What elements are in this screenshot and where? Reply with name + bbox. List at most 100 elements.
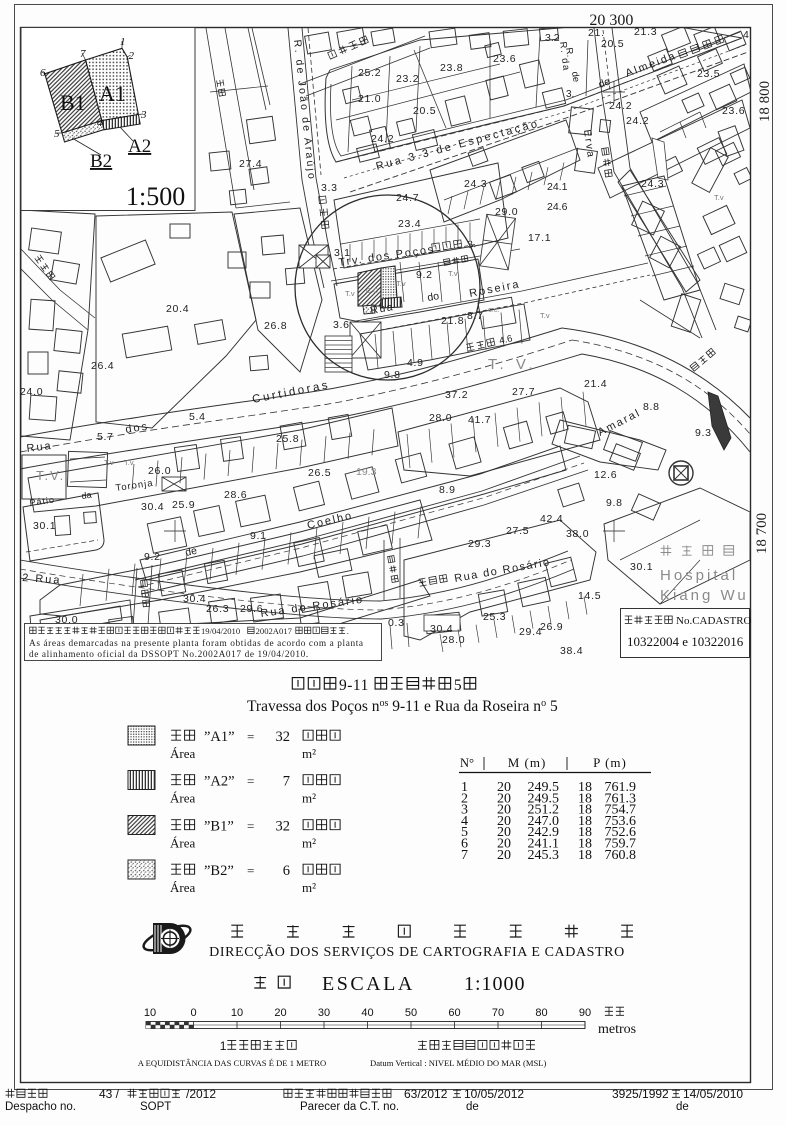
svg-text:5.7: 5.7 xyxy=(97,431,114,443)
svg-text:19/04/2010: 19/04/2010 xyxy=(201,626,240,636)
svg-text:21.: 21. xyxy=(588,27,605,39)
svg-text:6: 6 xyxy=(283,863,290,879)
svg-text:241.1: 241.1 xyxy=(528,837,560,852)
svg-text:As áreas demarcadas na present: As áreas demarcadas na presente planta f… xyxy=(29,638,364,649)
svg-text:60: 60 xyxy=(448,1007,460,1019)
svg-text:9.3: 9.3 xyxy=(695,427,712,439)
svg-text:R.: R. xyxy=(563,47,575,58)
svg-text:21.8: 21.8 xyxy=(441,315,464,327)
svg-text:10/05/2012: 10/05/2012 xyxy=(464,1087,524,1101)
svg-text:A EQUIDISTÂNCIA DAS CURVAS É D: A EQUIDISTÂNCIA DAS CURVAS É DE 1 METRO xyxy=(138,1058,326,1068)
svg-text:7: 7 xyxy=(461,848,468,863)
svg-text:T.v: T.v xyxy=(124,458,134,467)
svg-text:”B2”: ”B2” xyxy=(204,863,234,879)
svg-text:4: 4 xyxy=(97,117,103,129)
svg-text:Área: Área xyxy=(170,746,195,761)
svg-text:Pátio: Pátio xyxy=(29,495,56,508)
svg-text:m²: m² xyxy=(302,836,316,851)
svg-text:7: 7 xyxy=(80,48,86,60)
svg-text:3.3: 3.3 xyxy=(321,182,338,194)
svg-text:25.2: 25.2 xyxy=(358,67,381,79)
svg-text:29.0: 29.0 xyxy=(495,206,518,218)
svg-text:2: 2 xyxy=(461,791,468,806)
svg-text:20: 20 xyxy=(497,791,511,806)
svg-text:=: = xyxy=(247,863,254,878)
svg-text:249.5: 249.5 xyxy=(528,791,560,806)
svg-text:245.3: 245.3 xyxy=(528,848,560,863)
svg-text:10: 10 xyxy=(144,1007,156,1019)
svg-text:3.1: 3.1 xyxy=(334,247,351,259)
svg-text:9.8: 9.8 xyxy=(384,369,401,381)
svg-text:de: de xyxy=(184,545,198,559)
svg-text:Toronja: Toronja xyxy=(115,478,154,494)
svg-text:1: 1 xyxy=(120,36,126,48)
svg-text:Roseira: Roseira xyxy=(468,278,521,300)
svg-text:Travessa dos Poços nos 9-11 e: Travessa dos Poços nos 9-11 e Rua da Ros… xyxy=(247,698,558,715)
svg-text:Despacho no.: Despacho no. xyxy=(5,1101,76,1113)
svg-text:23.6: 23.6 xyxy=(493,53,516,65)
svg-text:ESCALA: ESCALA xyxy=(322,973,415,995)
svg-text:do: do xyxy=(426,290,440,304)
svg-text:9.2: 9.2 xyxy=(416,269,433,281)
svg-text:9.8: 9.8 xyxy=(606,497,623,509)
svg-text:de: de xyxy=(466,1101,479,1113)
svg-text:4: 4 xyxy=(461,814,468,829)
svg-text:18 700: 18 700 xyxy=(754,513,770,554)
svg-text:1:1000: 1:1000 xyxy=(464,973,526,995)
svg-text:20: 20 xyxy=(497,848,511,863)
svg-text:Trv. dos Poços: Trv. dos Poços xyxy=(338,244,436,269)
svg-text:2002A017: 2002A017 xyxy=(256,626,293,636)
svg-text:20.4: 20.4 xyxy=(166,303,189,315)
svg-text:24.2: 24.2 xyxy=(609,100,632,112)
svg-text:28.0: 28.0 xyxy=(442,634,465,646)
svg-text:20: 20 xyxy=(497,814,511,829)
svg-text:24.1: 24.1 xyxy=(547,181,568,193)
svg-text:de: de xyxy=(676,1101,689,1113)
svg-text:de alinhamento oficial da DSSO: de alinhamento oficial da DSSOPT No.2002… xyxy=(29,649,309,660)
svg-text:28.6: 28.6 xyxy=(224,489,247,501)
svg-text:N°: N° xyxy=(460,756,474,770)
svg-text:3.: 3. xyxy=(467,239,477,251)
svg-text:32: 32 xyxy=(276,819,291,835)
svg-text:Datum Vertical : NIVEL MÉDIO D: Datum Vertical : NIVEL MÉDIO DO MAR (MSL… xyxy=(370,1058,547,1068)
svg-text:6: 6 xyxy=(461,837,468,852)
svg-text:20.5: 20.5 xyxy=(601,38,624,50)
svg-text:3.6: 3.6 xyxy=(333,319,350,331)
svg-text:No.CADASTRO: No.CADASTRO xyxy=(676,615,752,627)
svg-text:17.1: 17.1 xyxy=(528,232,551,244)
svg-text:Rua: Rua xyxy=(26,440,53,455)
svg-text:6: 6 xyxy=(40,67,46,79)
svg-text:3: 3 xyxy=(461,803,468,818)
svg-text:38.4: 38.4 xyxy=(560,645,583,657)
svg-text:29.3: 29.3 xyxy=(468,538,491,550)
svg-text:5.4: 5.4 xyxy=(189,411,206,423)
svg-text:24.7: 24.7 xyxy=(396,192,419,204)
svg-text:242.9: 242.9 xyxy=(528,825,560,840)
svg-text:7: 7 xyxy=(283,774,290,790)
svg-text:0.3: 0.3 xyxy=(388,617,405,629)
svg-text:=: = xyxy=(247,819,254,834)
svg-text:70: 70 xyxy=(492,1007,504,1019)
svg-text:32: 32 xyxy=(276,729,291,745)
svg-text:10: 10 xyxy=(231,1007,243,1019)
svg-text:23.5: 23.5 xyxy=(697,68,720,80)
svg-text:9-11: 9-11 xyxy=(339,677,369,694)
svg-text:2: 2 xyxy=(129,50,135,62)
svg-text:m²: m² xyxy=(302,880,316,895)
svg-text:753.6: 753.6 xyxy=(605,814,637,829)
svg-text:18: 18 xyxy=(578,825,592,840)
svg-text:R. da: R. da xyxy=(557,41,572,72)
svg-text:26.3: 26.3 xyxy=(206,603,229,615)
svg-text:38.0: 38.0 xyxy=(566,528,589,540)
svg-text:25.3: 25.3 xyxy=(483,611,506,623)
svg-text:C.C.: C.C. xyxy=(366,288,380,295)
svg-text:30.4: 30.4 xyxy=(183,593,206,605)
svg-text:42.4: 42.4 xyxy=(540,513,563,525)
svg-text:41.7: 41.7 xyxy=(468,414,491,426)
svg-text:=: = xyxy=(247,774,254,789)
svg-text:761.3: 761.3 xyxy=(605,791,637,806)
svg-text:2 Rua: 2 Rua xyxy=(22,572,62,587)
svg-text:de: de xyxy=(597,75,612,90)
svg-text:0: 0 xyxy=(190,1007,196,1019)
svg-text:14/05/2010: 14/05/2010 xyxy=(683,1087,743,1101)
